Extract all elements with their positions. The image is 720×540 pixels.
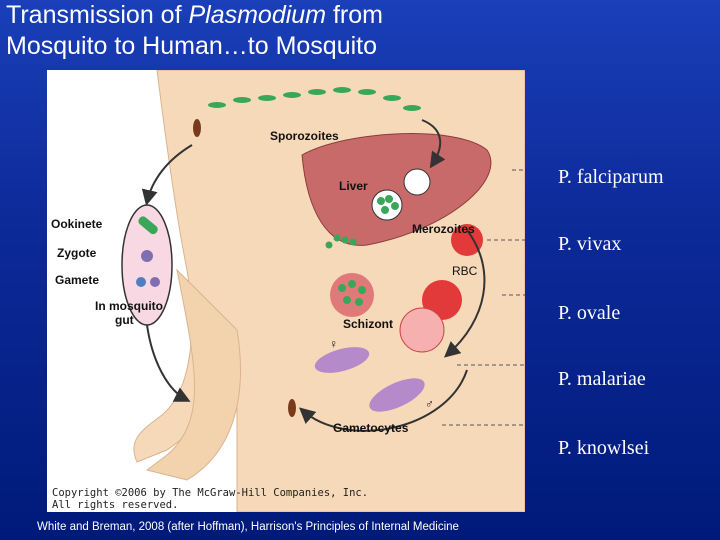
species-malariae: P. malariae [558,368,646,390]
mosquito-top [193,119,201,137]
label-gamete: Gamete [55,273,99,287]
label-merozoites: Merozoites [412,222,475,236]
gamete-cell-1 [136,277,146,287]
liver-cell-sporozoite [403,168,431,196]
title-line1-pre: Transmission of [6,1,189,29]
label-sporozoites: Sporozoites [270,129,339,143]
gamete-cell-2 [150,277,160,287]
lifecycle-figure: Sporozoites Liver Merozoites RBC Schizon… [47,70,525,512]
title-line1-italic: Plasmodium [188,1,327,29]
merozoite-cluster [325,195,399,249]
label-schizont: Schizont [343,317,393,331]
label-rbc: RBC [452,264,478,278]
label-female-symbol: ♀ [329,337,338,351]
schizont-merozoites [338,280,366,306]
copyright-line1: Copyright ©2006 by The McGraw-Hill Compa… [52,487,369,499]
gametocyte-female [314,347,370,373]
label-zygote: Zygote [57,246,97,260]
slide-title: Transmission of Plasmodium from Mosquito… [6,0,566,62]
arrow-gametocytes-to-mosquito [299,369,468,432]
species-vivax: P. vivax [558,233,622,255]
arrow-liver-to-blood [443,229,486,358]
species-falciparum: P. falciparum [558,166,664,188]
arrow-sporozoites-to-liver [421,119,446,169]
citation-caption: White and Breman, 2008 (after Hoffman), … [37,521,459,533]
label-male-symbol: ♂ [425,397,434,411]
title-line2: Mosquito to Human…to Mosquito [6,32,378,60]
arrow-gut-to-mosquito [146,324,191,402]
copyright-notice: Copyright ©2006 by The McGraw-Hill Compa… [52,487,472,511]
species-ovale: P. ovale [558,302,621,324]
human-arm [145,268,241,481]
species-knowlsei: P. knowlsei [558,437,650,459]
lifecycle-diagram: Sporozoites Liver Merozoites RBC Schizon… [51,70,525,512]
copyright-line2: All rights reserved. [52,499,179,511]
label-in-mosquito-gut-2: gut [115,313,134,327]
mosquito-bottom [288,399,296,417]
arrow-mosquito-to-gut [141,144,193,206]
label-ookinete: Ookinete [51,217,103,231]
ookinete-cell [138,216,158,235]
schizont-cell [330,273,374,317]
title-line1-post: from [326,1,383,29]
label-gametocytes: Gametocytes [333,421,409,435]
rbc-1 [451,224,483,256]
label-liver: Liver [339,179,368,193]
species-bracket-lines [442,169,525,426]
rbc-schizont [399,307,445,353]
label-in-mosquito-gut-1: In mosquito [95,299,163,313]
gametocyte-male [369,378,425,412]
zygote-cell [141,250,153,262]
sporozoite-chain [208,87,421,111]
